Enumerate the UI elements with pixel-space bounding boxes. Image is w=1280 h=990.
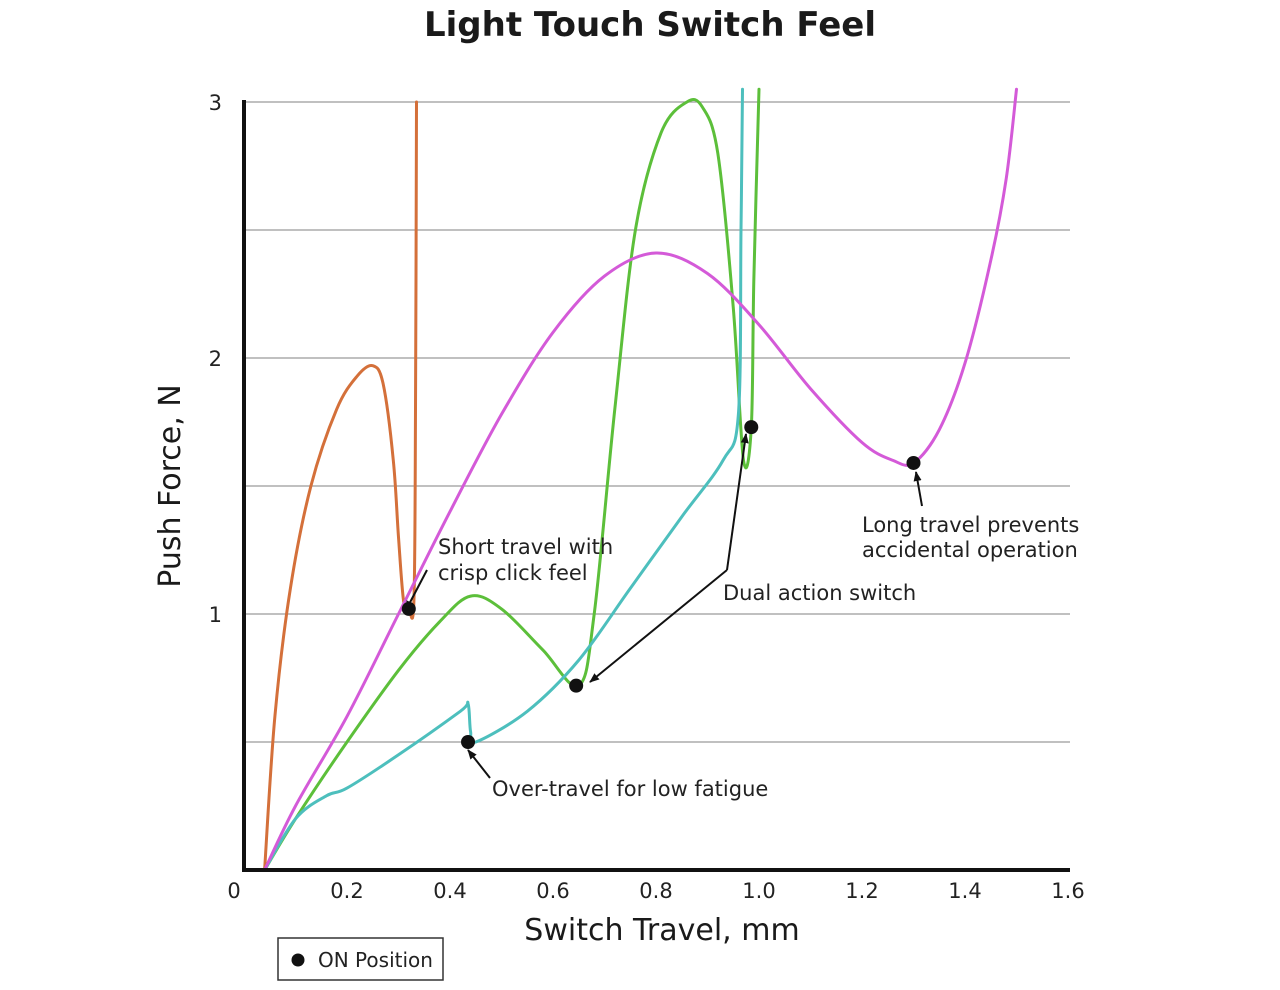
on-position-marker — [461, 735, 476, 749]
x-tick-labels: 0 0.2 0.4 0.6 0.8 1.0 1.2 1.4 1.6 — [227, 879, 1084, 903]
x-tick-label: 0.4 — [433, 879, 466, 903]
x-tick-label: 1.0 — [742, 879, 775, 903]
x-tick-label: 0 — [227, 879, 240, 903]
x-tick-label: 0.8 — [639, 879, 672, 903]
series-line-2 — [263, 87, 744, 872]
arrow-over-travel — [467, 749, 491, 779]
legend-box — [277, 937, 444, 981]
x-tick-label: 1.6 — [1051, 879, 1084, 903]
arrow-short-travel — [405, 569, 428, 611]
gridlines — [244, 101, 1070, 743]
arrow-dual-action-1 — [589, 569, 728, 683]
y-tick-label: 3 — [209, 91, 222, 115]
legend-label: ON Position — [318, 948, 433, 972]
series-line-3 — [263, 87, 1018, 872]
arrow-long-travel — [913, 471, 923, 507]
legend: ON Position — [277, 937, 444, 981]
series-line-0 — [263, 100, 418, 872]
annotation-short-travel-line-1: Short travel with — [438, 535, 613, 559]
annotation-dual-action: Dual action switch — [723, 581, 916, 605]
y-tick-label: 2 — [209, 347, 222, 371]
annotation-over-travel: Over-travel for low fatigue — [492, 777, 768, 801]
chart-title: Light Touch Switch Feel — [424, 5, 876, 45]
y-axis-label: Push Force, N — [153, 384, 188, 587]
series-group — [263, 87, 1018, 872]
on-position-marker — [744, 420, 759, 435]
annotation-long-travel-line-1: Long travel prevents — [862, 513, 1079, 537]
legend-marker — [291, 953, 305, 967]
x-axis-label: Switch Travel, mm — [524, 913, 799, 948]
annotation-arrows — [405, 433, 923, 779]
y-tick-labels: 1 2 3 — [209, 91, 222, 627]
x-tick-label: 1.4 — [948, 879, 981, 903]
y-tick-label: 1 — [209, 603, 222, 627]
on-position-marker — [569, 678, 584, 693]
series-line-1 — [263, 87, 761, 872]
x-tick-label: 0.2 — [330, 879, 363, 903]
annotation-short-travel-line-2: crisp click feel — [438, 561, 588, 585]
x-tick-label: 0.6 — [536, 879, 569, 903]
on-position-marker — [906, 455, 921, 470]
arrow-dual-action-2 — [726, 433, 749, 571]
annotation-long-travel-line-2: accidental operation — [862, 538, 1078, 562]
x-tick-label: 1.2 — [845, 879, 878, 903]
